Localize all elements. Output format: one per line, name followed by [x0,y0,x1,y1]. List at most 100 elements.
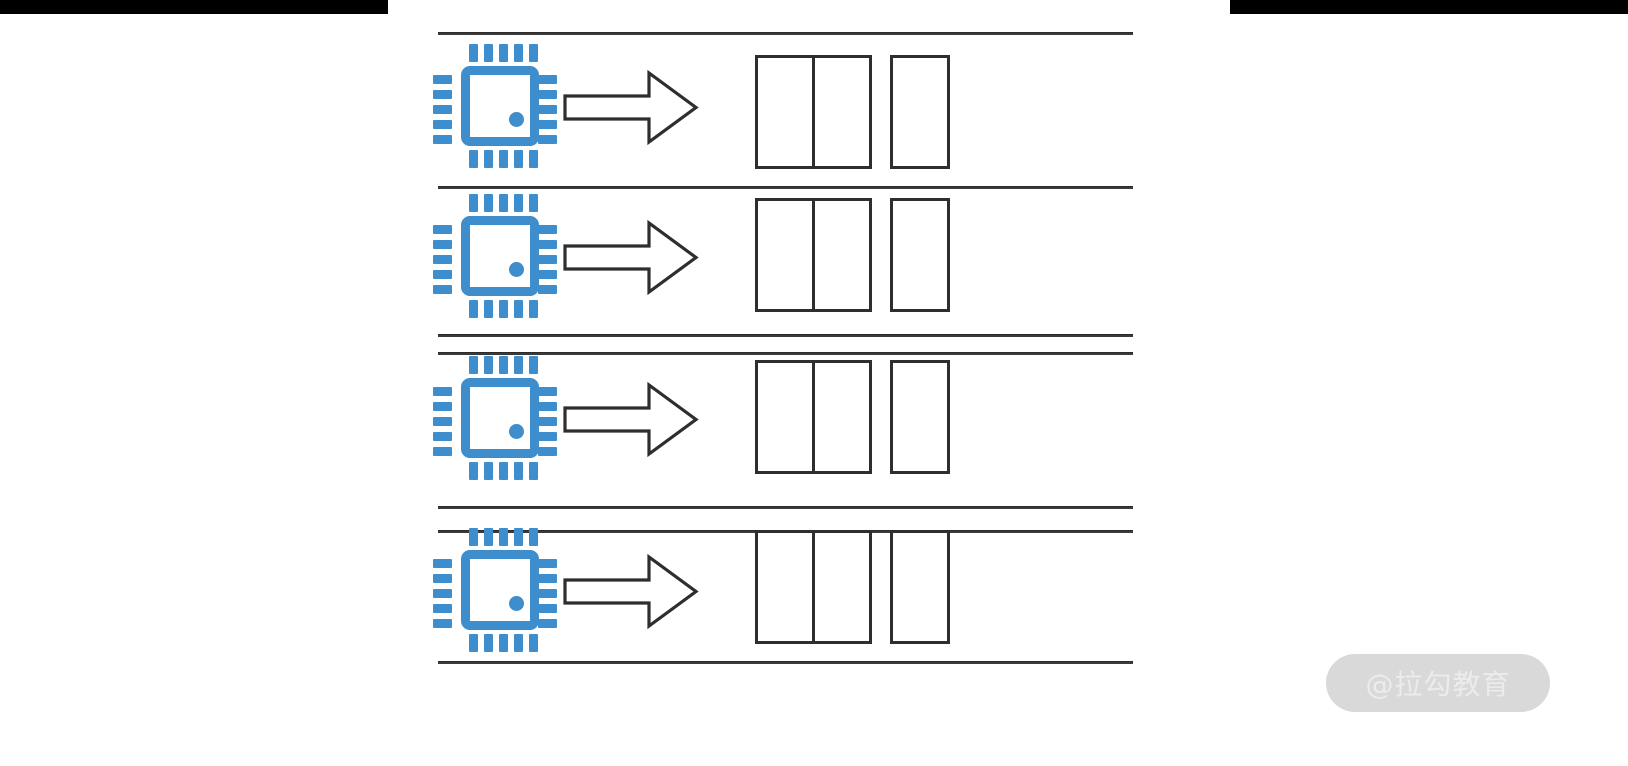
chip-pin-bottom [499,462,508,480]
right-arrow [563,220,699,295]
chip-pin-left [433,619,452,628]
chip-pin-bottom [514,150,523,168]
rule-3-4-a [438,506,1133,509]
chip-pin-top [484,194,493,212]
chip-pin-top [514,194,523,212]
chip-pin-right [538,589,557,598]
chip-pin-right [538,432,557,441]
chip-pin-left [433,447,452,456]
right-arrow [563,70,699,145]
chip-pin-bottom [469,150,478,168]
microchip-icon [433,356,557,480]
chip-pin-right [538,447,557,456]
chip-pin-top [484,528,493,546]
chip-pin-left [433,589,452,598]
chip-pin-top [499,528,508,546]
chip-pin-right [538,285,557,294]
letterbox-bar-top-right [1230,0,1628,14]
chip-pin-top [469,194,478,212]
block-rectangle [812,198,872,312]
chip-body [461,378,539,458]
chip-pin-left [433,432,452,441]
right-arrow [563,554,699,629]
chip-pin-bottom [529,300,538,318]
block-rectangle [812,55,872,169]
block-rectangle [890,198,950,312]
chip-pin-bottom [484,150,493,168]
chip-pin-left [433,402,452,411]
block-rectangle [755,55,815,169]
chip-pin-left [433,105,452,114]
chip-pin-right [538,75,557,84]
chip-body [461,216,539,296]
chip-pin1-dot [509,424,524,439]
chip-pin-right [538,225,557,234]
chip-pin-left [433,559,452,568]
chip-pin-right [538,417,557,426]
chip-pin1-dot [509,596,524,611]
chip-pin-bottom [469,300,478,318]
block-rectangle [812,530,872,644]
watermark-label: @拉勾教育 [1365,668,1511,701]
chip-pin-top [499,44,508,62]
chip-pin-right [538,240,557,249]
chip-pin-left [433,255,452,264]
chip-pin-bottom [514,300,523,318]
chip-pin-right [538,105,557,114]
chip-pin1-dot [509,262,524,277]
microchip-icon [433,528,557,652]
chip-pin-left [433,387,452,396]
block-rectangle [755,530,815,644]
chip-pin-top [469,528,478,546]
chip-pin-bottom [469,462,478,480]
chip-body [461,550,539,630]
rule-1-2 [438,186,1133,189]
chip-pin-top [514,528,523,546]
chip-pin-bottom [514,634,523,652]
chip-pin-left [433,240,452,249]
chip-pin-bottom [484,300,493,318]
block-rectangle [755,198,815,312]
chip-pin-bottom [529,462,538,480]
chip-pin-left [433,270,452,279]
right-arrow [563,382,699,457]
chip-pin-bottom [484,462,493,480]
chip-pin-bottom [514,462,523,480]
chip-pin-top [514,44,523,62]
chip-pin1-dot [509,112,524,127]
chip-pin-top [469,44,478,62]
chip-pin-right [538,619,557,628]
block-rectangle [890,55,950,169]
chip-pin-right [538,402,557,411]
chip-pin-right [538,604,557,613]
microchip-icon [433,194,557,318]
chip-pin-left [433,225,452,234]
chip-pin-top [499,194,508,212]
chip-pin-top [484,44,493,62]
chip-pin-bottom [499,634,508,652]
block-rectangle [890,360,950,474]
chip-pin-top [469,356,478,374]
chip-pin-right [538,255,557,264]
chip-pin-right [538,559,557,568]
chip-pin-top [529,356,538,374]
chip-pin-right [538,90,557,99]
microchip-icon [433,44,557,168]
chip-pin-bottom [499,150,508,168]
chip-pin-left [433,285,452,294]
rule-top [438,32,1133,35]
watermark: @拉勾教育 [1326,654,1550,712]
chip-pin-right [538,270,557,279]
chip-pin-left [433,90,452,99]
chip-pin-top [529,528,538,546]
letterbox-bar-top-left [0,0,388,14]
block-rectangle [890,530,950,644]
chip-pin-top [484,356,493,374]
chip-pin-left [433,120,452,129]
chip-body [461,66,539,146]
rule-bottom [438,661,1133,664]
block-rectangle [755,360,815,474]
chip-pin-left [433,75,452,84]
